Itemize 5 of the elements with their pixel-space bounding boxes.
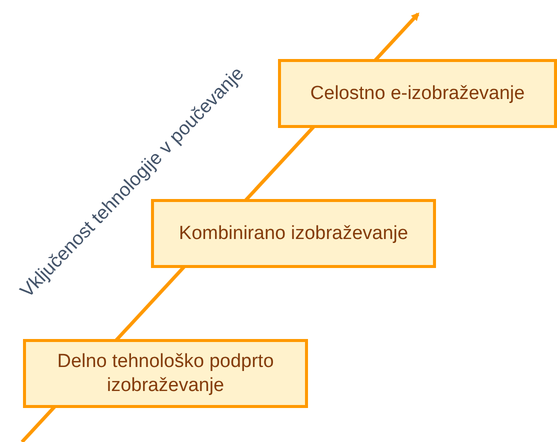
box-text: Celostno e-izobraževanje — [309, 82, 526, 106]
box-text: Kombinirano izobraževanje — [178, 222, 410, 246]
process-box — [23, 339, 308, 408]
box-text: Delno tehnološko podprto izobraževanje — [56, 350, 275, 398]
process-box — [278, 59, 557, 128]
